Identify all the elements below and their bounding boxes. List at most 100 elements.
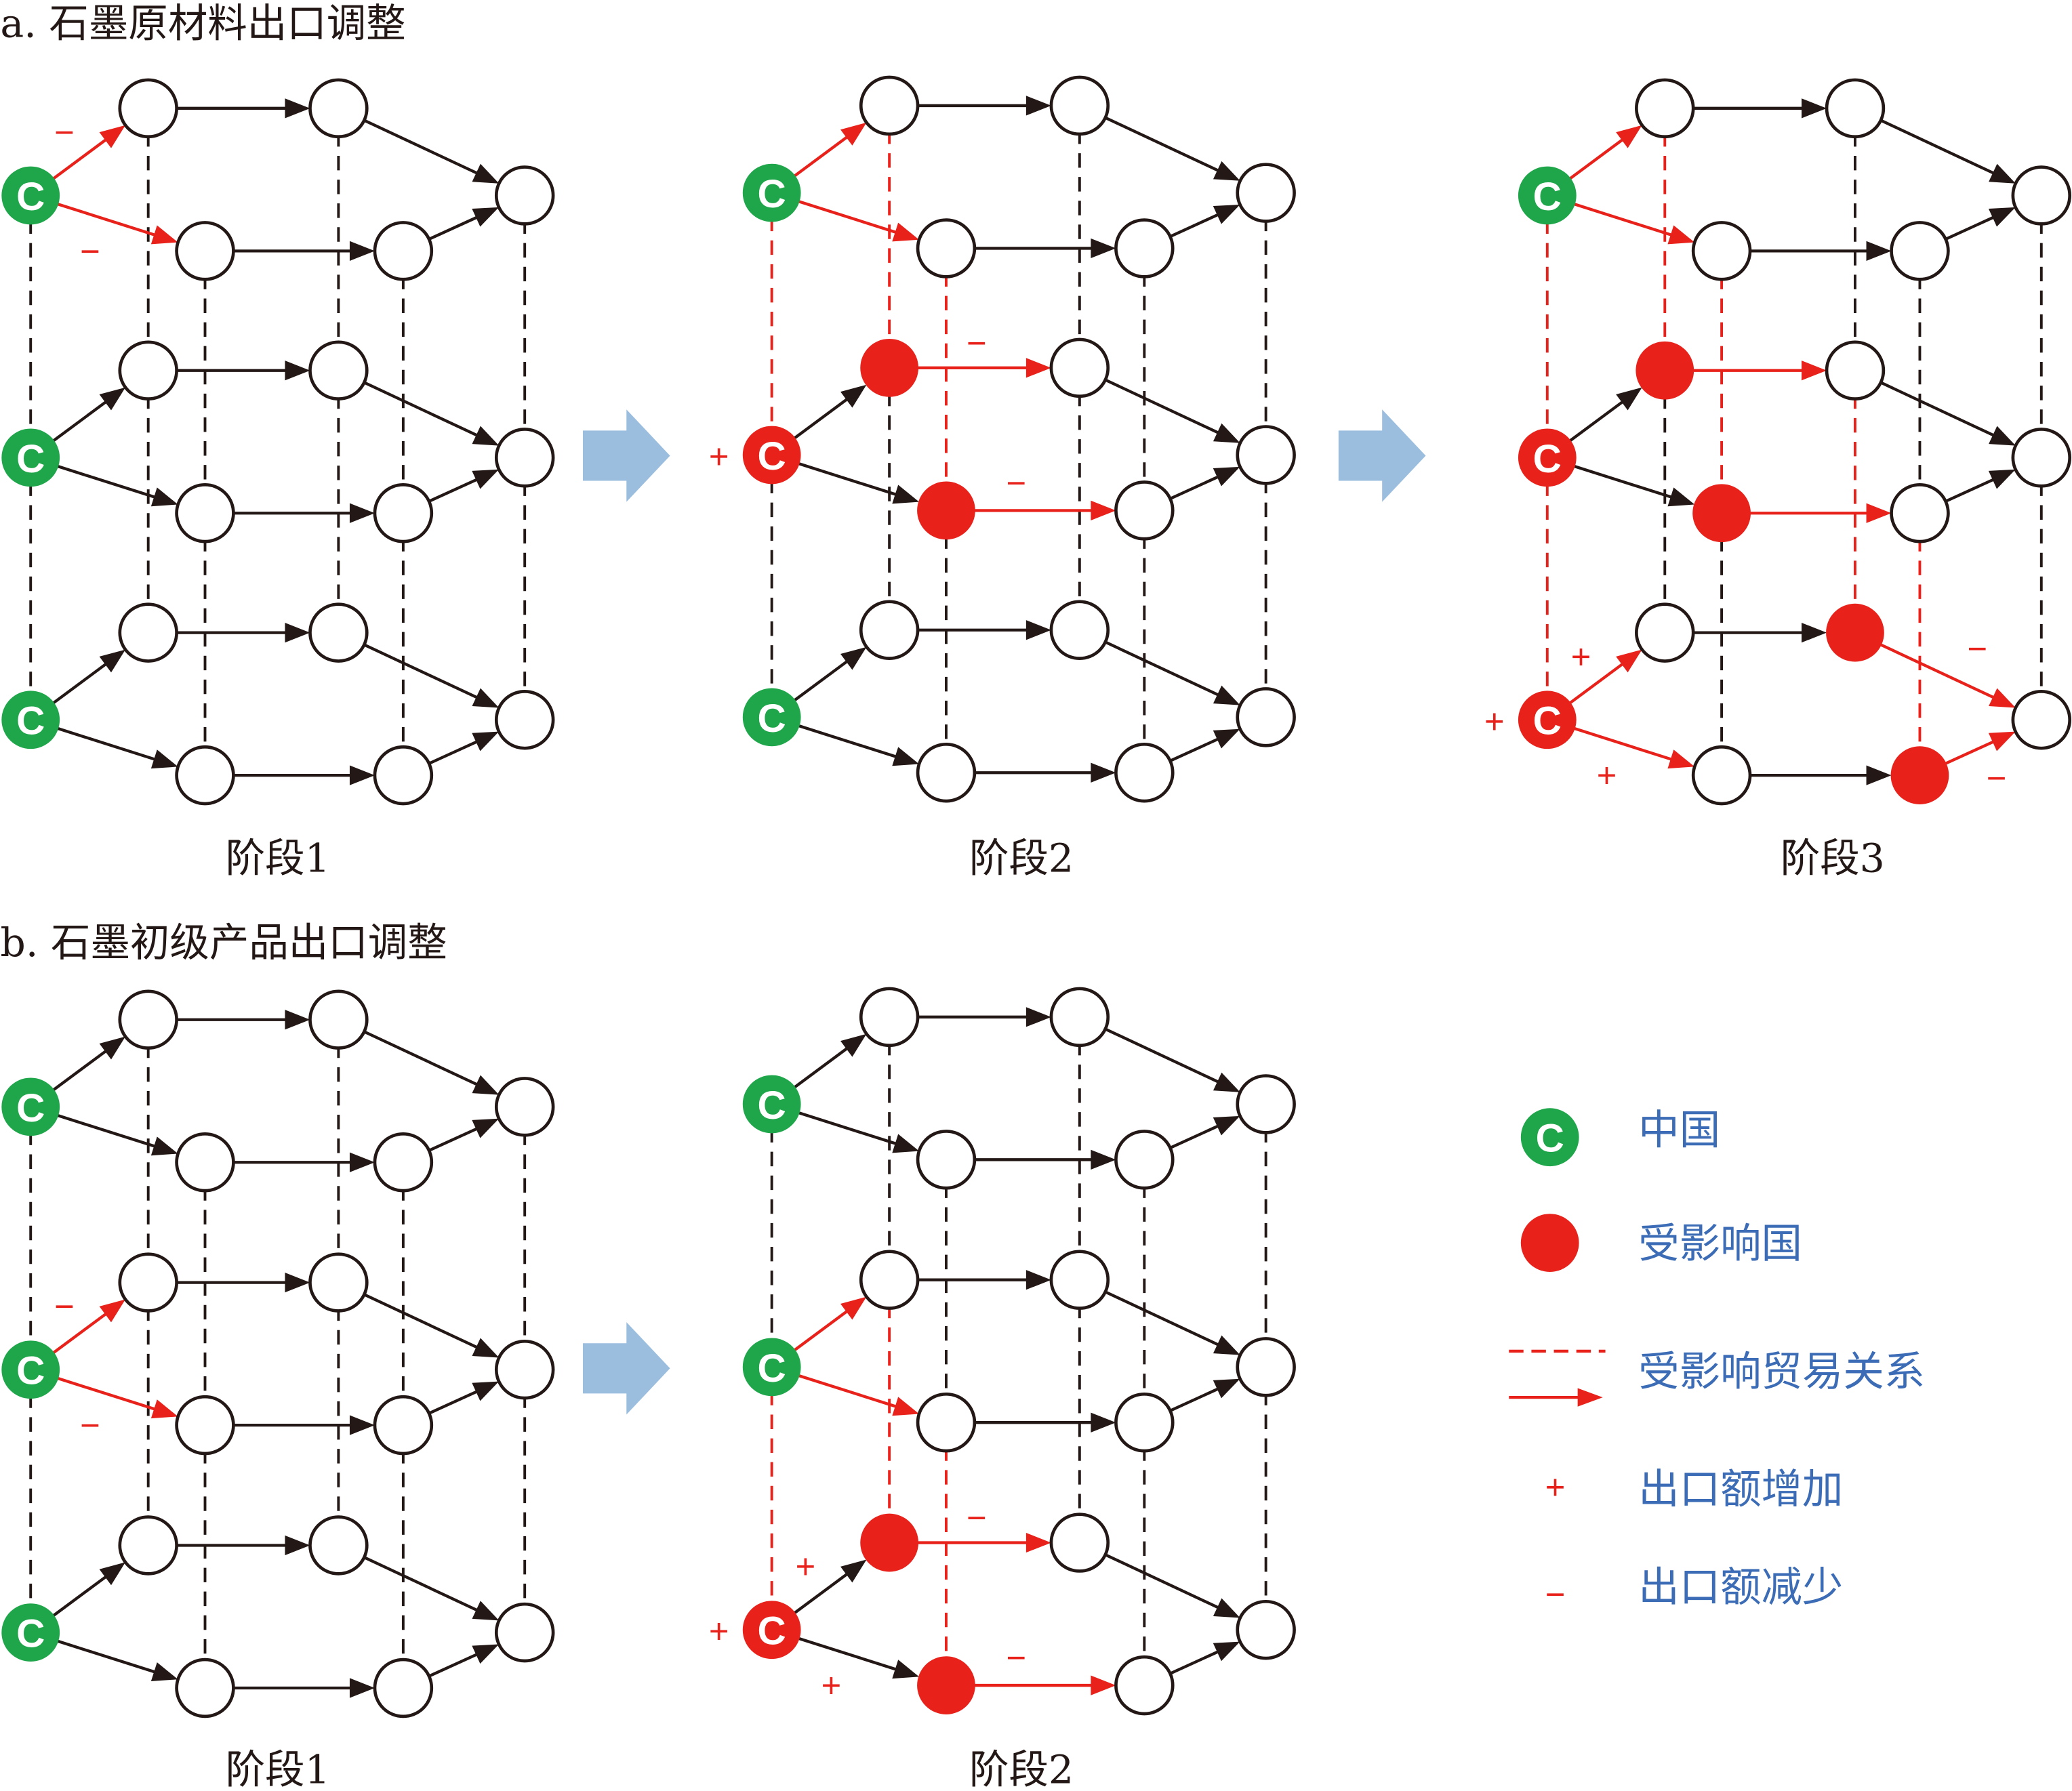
arrowhead-icon [472, 1644, 500, 1664]
arrowhead-icon [1213, 466, 1240, 487]
arrowhead-icon [840, 384, 867, 408]
country-node [916, 742, 977, 803]
trade-edge-A-B [918, 96, 1051, 116]
edge-line [52, 137, 108, 180]
china-node-letter: C [1533, 437, 1562, 481]
edge-line [1169, 212, 1221, 238]
country-node [175, 221, 235, 281]
edge-line [52, 661, 108, 705]
layer-1: −−C [1, 78, 555, 281]
arrowhead-icon [892, 747, 920, 766]
country-node [859, 987, 920, 1048]
edge-line [794, 134, 850, 178]
trade-edge-A-B [1693, 361, 1827, 381]
edge-line [1169, 1124, 1221, 1149]
increase-sign: + [796, 1547, 816, 1586]
arrowhead-icon [1025, 1007, 1051, 1027]
edge-line [363, 1030, 480, 1087]
arrowhead-icon [472, 163, 500, 184]
edge-line [57, 465, 157, 499]
section-b-title: b. 石墨初级产品出口调整 [0, 920, 447, 966]
arrowhead-icon [1091, 238, 1116, 259]
arrowhead-icon [1989, 426, 2016, 446]
arrowhead-icon [1616, 125, 1642, 148]
country-node [373, 1395, 434, 1456]
affected-country-node [1890, 746, 1949, 805]
arrowhead-icon [99, 1562, 126, 1586]
layer-3: C [1, 1515, 555, 1718]
edge-line [798, 1374, 899, 1409]
trade-edge-C-A [794, 1033, 867, 1089]
trade-edge-B-D [1104, 378, 1240, 443]
arrowhead-icon [1866, 765, 1892, 785]
edge-line [1169, 474, 1221, 500]
country-node [118, 1252, 178, 1313]
trade-edge-C-A [794, 646, 867, 702]
trade-edge-A-B [176, 98, 310, 119]
arrowhead-icon [1091, 762, 1116, 783]
edge-line [794, 1571, 850, 1614]
arrowhead-icon [840, 1033, 867, 1057]
country-node [175, 482, 235, 543]
vertical-links [770, 105, 1267, 773]
trade-edge-E-D [1945, 469, 2016, 503]
trade-edge-C-F [798, 1111, 920, 1153]
arrowhead-icon [1213, 1641, 1240, 1662]
country-node [1691, 745, 1752, 806]
trade-edge-E-D [1169, 1378, 1240, 1412]
edge-line [1574, 203, 1674, 237]
country-node [118, 78, 178, 139]
trade-edge-C-F [57, 726, 178, 769]
decrease-sign: − [54, 1287, 75, 1325]
arrowhead-icon [285, 1010, 310, 1030]
edge-line [52, 1574, 108, 1617]
vertical-links [29, 1019, 527, 1688]
trade-edge-C-A [52, 649, 126, 705]
arrowhead-icon [1025, 620, 1051, 640]
edge-line [363, 1556, 480, 1613]
arrowhead-icon [892, 1660, 920, 1679]
china-node-letter: C [16, 699, 45, 743]
layer-2: C [1, 340, 555, 543]
country-node [1691, 221, 1752, 281]
trade-edge-C-F [798, 200, 920, 242]
trade-edge-A-B [1693, 98, 1827, 119]
arrowhead-icon [150, 487, 178, 507]
trade-edge-C-F [798, 724, 920, 766]
trade-edge-E-D [428, 1118, 500, 1152]
layer-1: C [1518, 78, 2072, 281]
trade-edge-C-F [57, 1639, 178, 1681]
china-node [1518, 691, 1577, 749]
edge-line [57, 1114, 157, 1149]
china-node-letter: C [758, 434, 786, 478]
decrease-sign: − [967, 1498, 987, 1537]
arrowhead-icon [1025, 1270, 1051, 1290]
section-a-title: a. 石墨原材料出口调整 [0, 1, 405, 47]
trade-edge-E-D [1945, 207, 2016, 241]
country-node [118, 340, 178, 400]
edge-line [798, 200, 899, 234]
affected-country-node [917, 481, 975, 540]
china-node [1, 166, 60, 225]
arrowhead-icon [99, 125, 126, 148]
country-node [1049, 1250, 1110, 1310]
trade-edge-A-B [176, 361, 310, 381]
layer-2: C [1518, 340, 2072, 543]
edge-line [363, 1293, 480, 1350]
legend-affected-country: 受影响国 [1520, 1214, 1802, 1272]
trade-edge-B-D [1104, 116, 1240, 181]
country-node [308, 1252, 369, 1313]
trade-edge-F-E [1749, 241, 1892, 261]
country-node [1049, 987, 1110, 1048]
arrowhead-icon [1213, 204, 1240, 224]
layer-2: C [742, 1250, 1296, 1453]
edge-line [794, 1046, 850, 1089]
vertical-links [770, 1016, 1267, 1686]
transition-arrow-b1-b2 [582, 1322, 670, 1415]
china-node-letter: C [758, 1084, 786, 1128]
trade-edge-E-D [1169, 1115, 1240, 1149]
arrowhead-icon [1667, 487, 1695, 507]
edge-line [57, 1376, 157, 1412]
china-node [1518, 428, 1577, 487]
